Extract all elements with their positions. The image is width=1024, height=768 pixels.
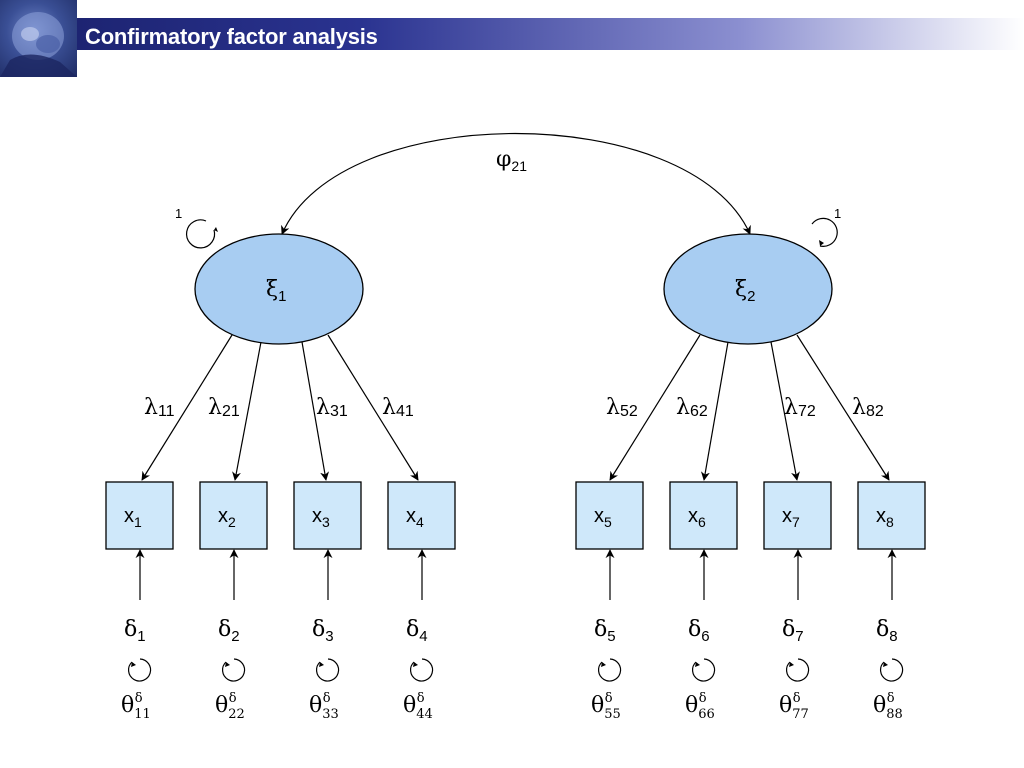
svg-text:δ7: δ7	[782, 617, 804, 645]
indicator-x2: x2 δ2 θ22δ	[199, 481, 268, 722]
factor-label: ξ2	[735, 277, 755, 305]
loading-label: λ11	[144, 395, 175, 420]
covariance-label: φ21	[496, 147, 527, 174]
loading-arrow	[301, 341, 330, 481]
svg-text:θ44δ: θ44δ	[403, 691, 433, 722]
svg-text:x5: x5	[594, 505, 612, 530]
factor-variance-loop: 1	[811, 206, 841, 247]
svg-text:x2: x2	[218, 505, 236, 530]
svg-text:δ8: δ8	[876, 617, 898, 645]
svg-text:x6: x6	[688, 505, 706, 530]
svg-text:x1: x1	[124, 505, 142, 530]
indicator-x5: x5 δ5 θ55δ	[575, 481, 644, 722]
loading-label: λ52	[606, 395, 638, 420]
loading-arrow	[609, 334, 701, 481]
svg-text:δ1: δ1	[124, 617, 146, 645]
lion-emblem-icon	[0, 12, 77, 77]
logo-image	[0, 0, 77, 77]
loading-label: λ62	[676, 395, 708, 420]
loading-arrow	[232, 341, 262, 481]
loading-label: λ72	[784, 395, 816, 420]
indicator-x3: x3 δ3 θ33δ	[293, 481, 362, 722]
loading-label: λ82	[852, 395, 884, 420]
loading-arrow	[700, 341, 729, 481]
svg-text:δ2: δ2	[218, 617, 240, 645]
loading-arrow	[770, 341, 800, 481]
svg-text:δ6: δ6	[688, 617, 710, 645]
svg-text:x3: x3	[312, 505, 330, 530]
svg-text:θ77δ: θ77δ	[779, 691, 809, 722]
indicator-x4: x4 δ4 θ44δ	[387, 481, 456, 722]
latent-factor-xi-1: ξ1	[194, 233, 364, 345]
slide-title: Confirmatory factor analysis	[85, 24, 378, 49]
svg-text:δ5: δ5	[594, 617, 616, 645]
svg-text:δ4: δ4	[406, 617, 428, 645]
indicator-x1: x1 δ1 θ11δ	[105, 481, 174, 722]
indicator-x8: x8 δ8 θ88δ	[857, 481, 926, 722]
svg-text:θ33δ: θ33δ	[309, 691, 339, 722]
svg-text:θ11δ: θ11δ	[121, 691, 151, 722]
title-strip: Confirmatory factor analysis	[77, 18, 1024, 50]
title-bar: Confirmatory factor analysis	[0, 0, 1024, 77]
loading-label: λ31	[316, 395, 348, 420]
factor-variance-label: 1	[175, 206, 182, 221]
svg-text:θ22δ: θ22δ	[215, 691, 245, 722]
loading-label: λ41	[382, 395, 414, 420]
svg-text:θ55δ: θ55δ	[591, 691, 621, 722]
svg-text:δ3: δ3	[312, 617, 334, 645]
latent-factor-xi-2: ξ2	[663, 233, 833, 345]
loading-arrow	[796, 334, 890, 481]
factor-variance-label: 1	[834, 206, 841, 221]
svg-text:θ66δ: θ66δ	[685, 691, 715, 722]
loading-arrow	[327, 334, 419, 481]
factor-variance-loop: 1	[175, 206, 218, 249]
indicator-x6: x6 δ6 θ66δ	[669, 481, 738, 722]
svg-text:θ88δ: θ88δ	[873, 691, 903, 722]
covariance-arrow	[281, 132, 751, 235]
svg-text:x7: x7	[782, 505, 800, 530]
loading-arrow	[141, 334, 233, 481]
indicator-x7: x7 δ7 θ77δ	[763, 481, 832, 722]
loading-label: λ21	[208, 395, 240, 420]
svg-text:x4: x4	[406, 505, 424, 530]
factor-label: ξ1	[266, 277, 286, 305]
svg-text:x8: x8	[876, 505, 894, 530]
